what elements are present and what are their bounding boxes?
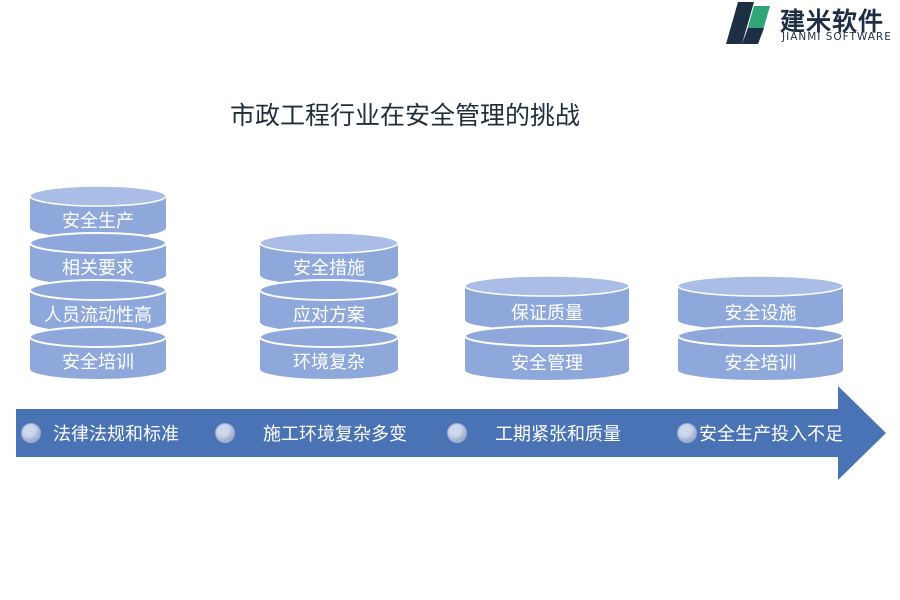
brand-name-en: JIANMI SOFTWARE	[782, 31, 892, 43]
stage-label: 法律法规和标准	[53, 424, 179, 445]
disk-label: 环境复杂	[293, 352, 365, 373]
disk-segment: 应对方案	[259, 278, 399, 332]
disk-segment: 安全培训	[29, 325, 167, 379]
stage-label: 工期紧张和质量	[495, 424, 621, 445]
bullet-dot-icon	[21, 423, 41, 443]
brand-name-cn: 建米软件	[780, 7, 885, 36]
disk-stack-3: 保证质量 安全管理	[464, 274, 630, 380]
disk-segment: 安全设施	[677, 274, 844, 330]
disk-label: 人员流动性高	[44, 305, 152, 326]
disk-label: 安全生产	[62, 211, 134, 232]
page-title: 市政工程行业在安全管理的挑战	[230, 101, 581, 130]
disk-stack-1: 安全生产 相关要求 人员流动性高 安全培训	[29, 184, 167, 379]
jianmi-logo-icon	[726, 2, 770, 44]
disk-segment: 安全培训	[677, 324, 844, 380]
disk-segment: 安全生产	[29, 184, 167, 238]
brand-logo: 建米软件 JIANMI SOFTWARE	[724, 0, 900, 48]
stage-2: 施工环境复杂多变	[215, 419, 407, 447]
bullet-dot-icon	[677, 423, 697, 443]
disk-segment: 人员流动性高	[29, 278, 167, 332]
disk-segment: 安全措施	[259, 231, 399, 285]
disk-label: 安全设施	[724, 303, 797, 324]
disk-stack-4: 安全设施 安全培训	[677, 274, 844, 380]
stage-4: 安全生产投入不足	[677, 419, 843, 447]
disk-label: 相关要求	[62, 258, 134, 279]
stage-label: 施工环境复杂多变	[263, 424, 407, 445]
disk-segment: 保证质量	[464, 274, 630, 330]
bullet-dot-icon	[447, 423, 467, 443]
disk-label: 保证质量	[511, 303, 583, 324]
disk-segment: 相关要求	[29, 231, 167, 285]
disk-label: 安全培训	[62, 352, 134, 373]
disk-segment: 安全管理	[464, 324, 630, 380]
disk-label: 安全措施	[293, 258, 365, 279]
disk-label: 应对方案	[293, 305, 365, 326]
stage-3: 工期紧张和质量	[447, 419, 621, 447]
stage-label: 安全生产投入不足	[699, 424, 843, 445]
disk-label: 安全管理	[511, 353, 583, 374]
disk-segment: 环境复杂	[259, 325, 399, 379]
disk-label: 安全培训	[724, 353, 797, 374]
bullet-dot-icon	[215, 423, 235, 443]
disk-stack-2: 安全措施 应对方案 环境复杂	[259, 231, 399, 379]
stage-1: 法律法规和标准	[21, 419, 179, 447]
